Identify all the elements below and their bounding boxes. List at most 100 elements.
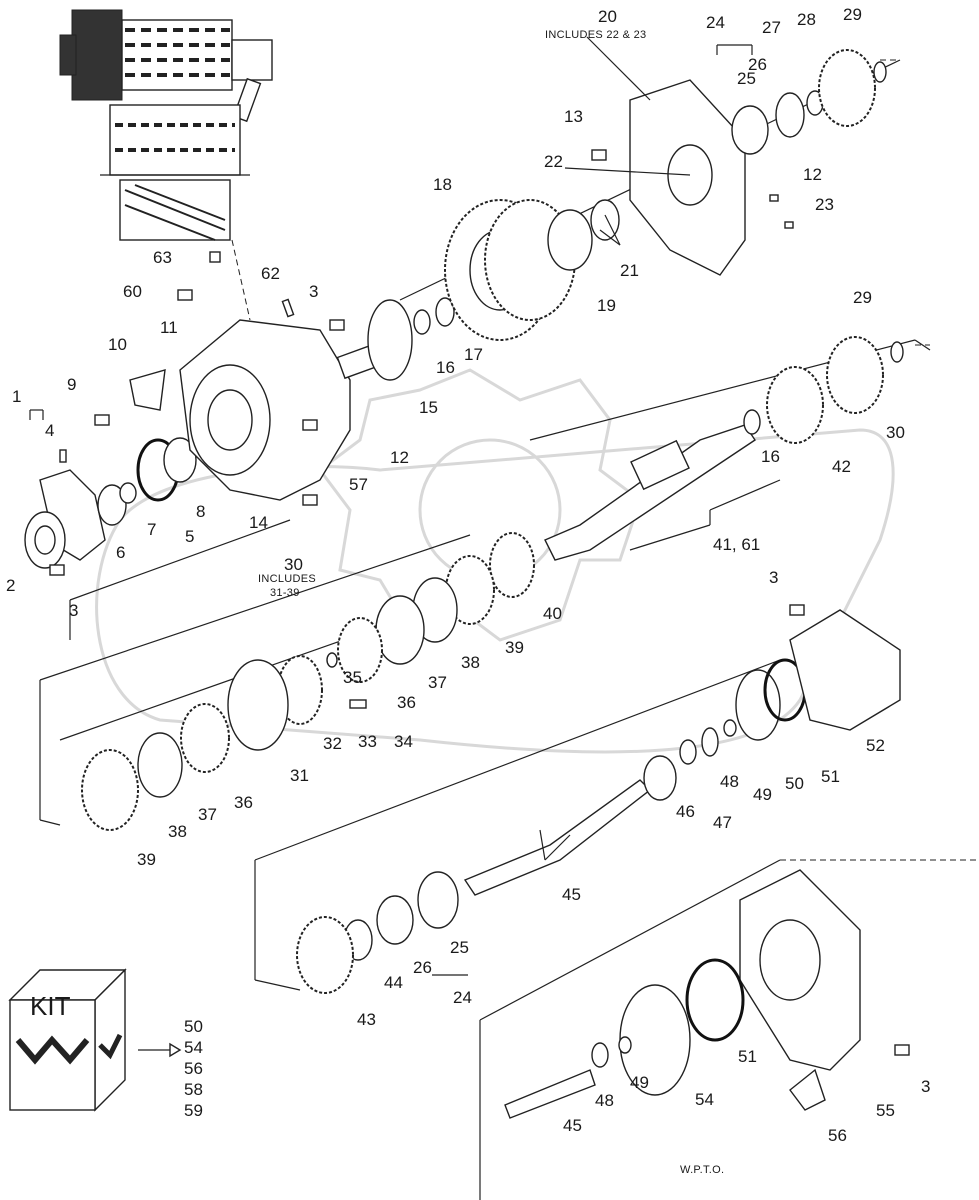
label-25-top: 25 <box>737 69 756 88</box>
label-36-a: 36 <box>397 693 416 712</box>
label-44: 44 <box>384 973 403 992</box>
label-3-a: 3 <box>309 282 318 301</box>
part-ring-37 <box>375 595 425 665</box>
label-24-bottom: 24 <box>453 988 472 1007</box>
label-37-b: 37 <box>198 805 217 824</box>
label-26-top: 26 <box>748 55 767 74</box>
part-bearing-26 <box>775 92 805 138</box>
label-5: 5 <box>185 527 194 546</box>
label-25-bottom: 25 <box>450 938 469 957</box>
label-6: 6 <box>116 543 125 562</box>
label-13: 13 <box>564 107 583 126</box>
part-gear-40 <box>489 532 535 598</box>
label-4: 4 <box>45 421 54 440</box>
part-clip-29 <box>873 61 887 83</box>
part-ring-36 <box>337 617 383 683</box>
part-gear-42 <box>766 366 824 444</box>
label-38-b: 38 <box>168 822 187 841</box>
label-15: 15 <box>419 398 438 417</box>
part-labels: 20 24 25 27 28 29 26 13 22 12 23 18 21 6… <box>6 5 930 1145</box>
label-37-a: 37 <box>428 673 447 692</box>
label-30-b: 30 <box>284 555 303 574</box>
label-63: 63 <box>153 248 172 267</box>
label-3-c: 3 <box>69 601 78 620</box>
label-14: 14 <box>249 513 268 532</box>
part-shaft-15 <box>336 299 413 381</box>
part-race-25b <box>417 871 459 929</box>
part-shaft-45 <box>463 779 652 896</box>
part-ring-36b <box>180 703 230 773</box>
part-bearing-48 <box>701 727 719 757</box>
label-34: 34 <box>394 732 413 751</box>
label-36-b: 36 <box>234 793 253 812</box>
label-49-a: 49 <box>753 785 772 804</box>
label-39-b: 39 <box>137 850 156 869</box>
label-28: 28 <box>797 10 816 29</box>
label-48-b: 48 <box>595 1091 614 1110</box>
label-42: 42 <box>832 457 851 476</box>
kit-item-3: 56 <box>184 1059 203 1078</box>
part-nut-49b <box>618 1036 632 1054</box>
note-includes-22-23: INCLUDES 22 & 23 <box>545 29 646 41</box>
label-21: 21 <box>620 261 639 280</box>
kit-item-2: 54 <box>184 1038 203 1057</box>
label-16-b: 16 <box>761 447 780 466</box>
label-27: 27 <box>762 18 781 37</box>
label-39-a: 39 <box>505 638 524 657</box>
label-52: 52 <box>866 736 885 755</box>
label-1: 1 <box>12 387 21 406</box>
note-wpto: W.P.T.O. <box>680 1164 724 1176</box>
label-51-b: 51 <box>738 1047 757 1066</box>
label-8: 8 <box>196 502 205 521</box>
part-pto-bore <box>759 919 821 1001</box>
bolts <box>49 149 910 1056</box>
label-49-b: 49 <box>630 1073 649 1092</box>
label-33: 33 <box>358 732 377 751</box>
part-bearing-16 <box>413 309 431 335</box>
part-mainshaft <box>544 424 756 561</box>
part-flange <box>24 469 106 569</box>
label-20: 20 <box>598 7 617 26</box>
part-bearing-46 <box>643 755 677 801</box>
part-housing <box>129 319 351 501</box>
parts <box>24 49 910 1119</box>
label-32: 32 <box>323 734 342 753</box>
label-40: 40 <box>543 604 562 623</box>
label-60: 60 <box>123 282 142 301</box>
label-17: 17 <box>464 345 483 364</box>
label-30-a: 30 <box>886 423 905 442</box>
label-24-top: 24 <box>706 13 725 32</box>
label-41-61: 41, 61 <box>713 535 760 554</box>
label-29-top: 29 <box>843 5 862 24</box>
label-26-bottom: 26 <box>413 958 432 977</box>
part-clutch-pack <box>444 199 576 341</box>
kit-box: KIT 50 54 56 58 59 <box>8 968 203 1120</box>
label-3-b: 3 <box>769 568 778 587</box>
label-57: 57 <box>349 475 368 494</box>
part-ring-39b <box>81 749 139 831</box>
label-3-d: 3 <box>921 1077 930 1096</box>
note-31-39: 31-39 <box>270 587 300 599</box>
part-pto-shaft-45 <box>504 1069 596 1119</box>
label-51-a: 51 <box>821 767 840 786</box>
kit-item-1: 50 <box>184 1017 203 1036</box>
label-11: 11 <box>160 318 178 337</box>
part-bearing-48b <box>591 1042 609 1068</box>
part-gear-28 <box>818 49 876 127</box>
label-46: 46 <box>676 802 695 821</box>
part-plate-50 <box>735 669 781 741</box>
label-55: 55 <box>876 1101 895 1120</box>
label-35: 35 <box>343 668 362 687</box>
part-nut-49 <box>723 719 737 737</box>
label-48-a: 48 <box>720 772 739 791</box>
transmission-inset <box>59 9 273 241</box>
label-31: 31 <box>290 766 309 785</box>
leader-lines <box>29 36 781 1058</box>
note-includes: INCLUDES <box>258 573 316 585</box>
label-18: 18 <box>433 175 452 194</box>
part-washer-47 <box>679 739 697 765</box>
part-bearing-19 <box>547 209 593 271</box>
part-seal-6 <box>97 484 127 526</box>
part-seal-51b <box>685 958 745 1042</box>
